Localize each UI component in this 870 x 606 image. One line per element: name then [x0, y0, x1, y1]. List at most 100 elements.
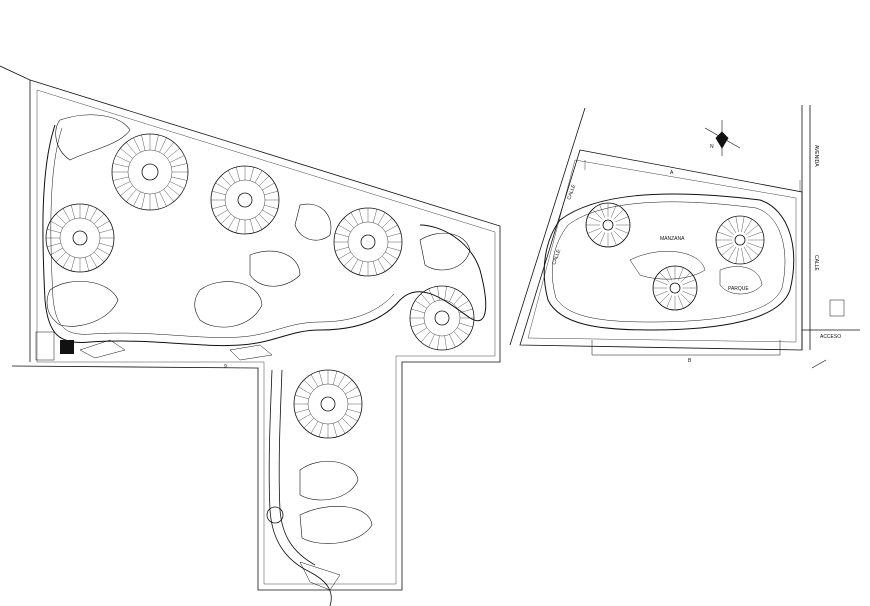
lot-divider — [415, 327, 427, 336]
cul-de-sac-group — [45, 133, 475, 439]
lot-divider — [115, 181, 131, 189]
lot-divider — [71, 205, 75, 219]
lot-divider — [341, 417, 353, 429]
lot-divider — [298, 386, 311, 395]
left-gate-label: 9 — [224, 364, 227, 370]
lot-divider — [85, 257, 89, 271]
lot-divider — [227, 217, 236, 230]
lot-divider — [428, 334, 435, 348]
lot-divider — [420, 331, 431, 343]
lot-divider — [126, 142, 137, 155]
lot-divider — [220, 175, 232, 187]
lot-divider — [62, 208, 71, 221]
lot-divider — [319, 423, 323, 437]
lot-divider — [89, 255, 98, 268]
lot-divider — [254, 170, 263, 183]
lot-divider — [333, 423, 337, 437]
lot-divider — [250, 219, 254, 233]
lot-divider — [220, 213, 232, 225]
lot-divider — [373, 261, 377, 275]
lot-divider — [654, 290, 668, 297]
lot-divider — [303, 379, 315, 391]
lot-divider — [163, 142, 174, 155]
lot-divider — [338, 224, 351, 233]
lot-divider — [615, 227, 629, 234]
lot-divider — [159, 137, 167, 153]
lot-divider — [385, 251, 398, 260]
lot-divider — [236, 167, 240, 181]
lot-divider — [120, 148, 133, 159]
lot-divider — [457, 327, 469, 336]
left-main-road — [42, 124, 487, 347]
left-street-label-2: CALLE — [566, 183, 577, 201]
lot-divider — [97, 220, 110, 229]
lot-divider — [437, 335, 440, 350]
lot-divider — [659, 293, 670, 304]
lot-divider — [310, 421, 319, 434]
lot-divider — [298, 413, 311, 422]
inner-label-1: MANZANA — [660, 236, 685, 242]
lot-divider — [159, 191, 167, 207]
lot-divider — [141, 193, 146, 210]
lot-rows-right — [586, 203, 764, 310]
lot-divider — [85, 205, 89, 219]
lot-divider — [743, 219, 753, 234]
lot-divider — [236, 219, 240, 233]
lot-divider — [254, 217, 263, 230]
lot-divider — [717, 242, 733, 249]
lot-divider — [55, 251, 67, 263]
lot-divider — [654, 279, 668, 286]
lot-divider — [610, 204, 617, 218]
lot-divider — [120, 185, 133, 196]
left-entry-road — [268, 369, 332, 606]
lot-divider — [377, 259, 386, 272]
north-label: N — [710, 144, 714, 150]
lot-divider — [449, 288, 456, 302]
lot-divider — [610, 232, 617, 246]
lot-divider — [335, 247, 349, 251]
lot-divider — [359, 209, 363, 223]
lot-divider — [343, 217, 355, 229]
lot-divider — [133, 137, 141, 153]
lot-divider — [592, 209, 603, 220]
lot-divider — [428, 288, 435, 302]
lot-divider — [262, 209, 275, 218]
lot-divider — [141, 134, 146, 151]
lot-divider — [415, 300, 427, 309]
lot-divider — [227, 170, 236, 183]
lot-divider — [215, 209, 228, 218]
lot-divider — [215, 182, 228, 191]
lot-divider — [747, 242, 763, 249]
right-road-label-2: CALLE — [813, 255, 819, 272]
lot-divider — [112, 176, 129, 181]
lot-divider — [437, 286, 440, 301]
lot-divider — [345, 386, 358, 395]
bottom-dimension-label: B — [688, 358, 692, 364]
lot-divider — [613, 230, 624, 241]
lot-divider — [337, 374, 346, 387]
lot-divider — [727, 246, 737, 261]
lot-divider — [338, 251, 351, 260]
lot-divider — [154, 134, 159, 151]
lot-divider — [615, 216, 629, 223]
lot-divider — [420, 293, 431, 305]
lot-divider — [735, 247, 739, 264]
lot-divider — [341, 379, 353, 391]
lot-divider — [62, 255, 71, 268]
lot-divider — [377, 212, 386, 225]
lot-divider — [264, 205, 278, 209]
lot-divider — [345, 413, 358, 422]
lot-divider — [721, 244, 735, 256]
lot-divider — [587, 216, 601, 223]
lot-divider — [93, 251, 105, 263]
lot-divider — [212, 191, 226, 195]
lot-divider — [154, 193, 159, 210]
lot-divider — [115, 155, 131, 163]
lot-divider — [350, 259, 359, 272]
lot-divider — [387, 247, 401, 251]
lot-divider — [666, 295, 673, 309]
lot-divider — [381, 217, 393, 229]
lot-divider — [126, 189, 137, 202]
lot-divider — [347, 409, 361, 413]
